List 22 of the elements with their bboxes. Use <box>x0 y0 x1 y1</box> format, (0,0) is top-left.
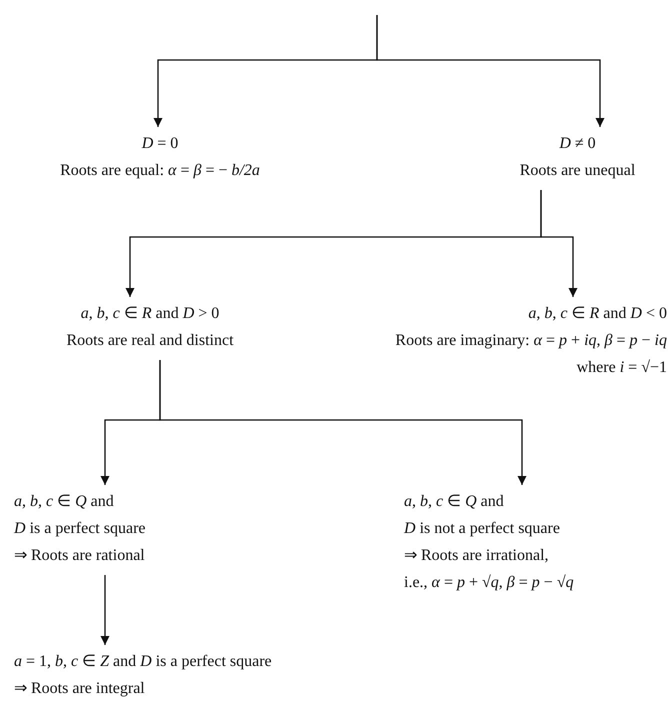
result-text: i.e., α = p + √q, β = p − √q <box>404 574 574 591</box>
condition-text: D ≠ 0 <box>559 135 596 152</box>
arrow <box>376 15 604 127</box>
result-text: Roots are unequal <box>520 162 636 179</box>
result-text: Roots are equal: α = β = − b/2a <box>60 162 260 179</box>
result-text: ⇒ Roots are rational <box>14 547 145 564</box>
condition-text: a, b, c ∈ Q and <box>14 493 114 510</box>
condition-text: a, b, c ∈ R and D < 0 <box>528 305 667 322</box>
condition-text: a, b, c ∈ Q and <box>404 493 504 510</box>
condition-text: D = 0 <box>142 135 178 152</box>
arrow <box>540 190 578 297</box>
condition-text: a = 1, b, c ∈ Z and D is a perfect square <box>14 653 272 670</box>
result-text: ⇒ Roots are irrational, <box>404 547 549 564</box>
arrow <box>159 360 526 485</box>
result-text: D is not a perfect square <box>404 520 560 537</box>
result-text: Roots are real and distinct <box>66 332 234 349</box>
result-text: D is a perfect square <box>14 520 146 537</box>
result-text: where i = √−1 <box>576 359 667 376</box>
result-text: ⇒ Roots are integral <box>14 680 145 697</box>
result-text: Roots are imaginary: α = p + iq, β = p − iq <box>395 332 667 349</box>
condition-text: a, b, c ∈ R and D > 0 <box>80 305 220 322</box>
arrow <box>100 575 110 645</box>
